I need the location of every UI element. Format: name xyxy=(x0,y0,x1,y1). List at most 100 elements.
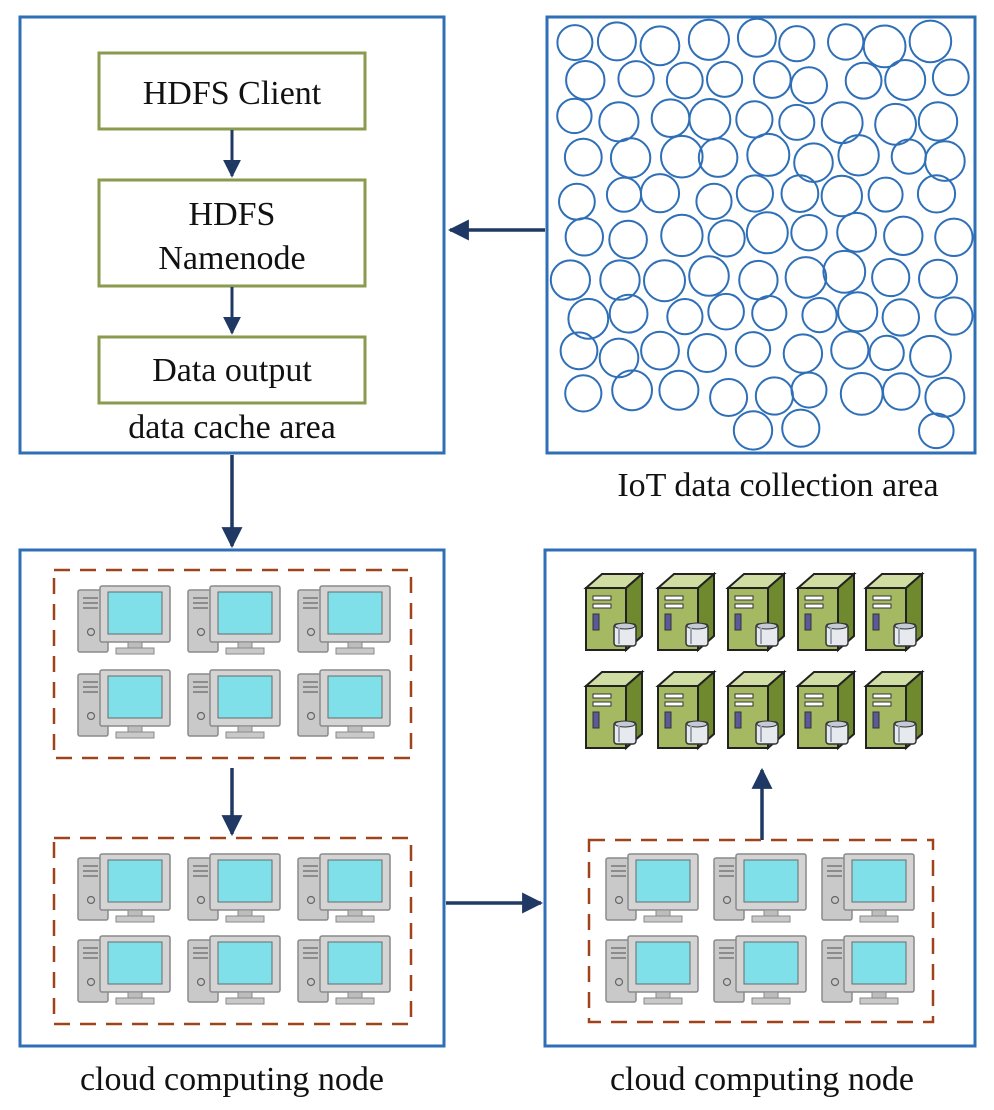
left-bottom-computers xyxy=(77,853,391,1005)
iot-sensor-circle xyxy=(751,295,788,332)
iot-sensor-circle xyxy=(709,378,749,417)
iot-sensor-circle xyxy=(822,249,867,294)
server-icon xyxy=(727,573,785,651)
iot-sensor-circle xyxy=(837,291,879,333)
computer-icon xyxy=(297,853,391,923)
iot-sensor-circle xyxy=(598,337,640,379)
left-node-group-bottom xyxy=(52,836,413,1026)
data-cache-area-label: data cache area xyxy=(128,409,336,446)
hdfs-client-box xyxy=(97,51,367,131)
computer-icon xyxy=(77,853,171,923)
iot-sensor-circle xyxy=(732,410,774,451)
server-icon xyxy=(727,671,785,749)
iot-sensor-circle xyxy=(706,60,744,98)
iot-sensor-circle xyxy=(738,259,779,301)
iot-sensor-circle xyxy=(934,296,974,336)
computer-icon xyxy=(77,669,171,739)
iot-sensor-circle xyxy=(839,372,884,416)
computer-icon xyxy=(605,853,699,923)
iot-sensor-circle xyxy=(639,25,681,67)
hdfs-namenode-label-line1: HDFS xyxy=(189,196,276,233)
iot-sensor-circle xyxy=(918,258,958,299)
iot-sensor-circle xyxy=(868,334,905,371)
iot-sensor-circle xyxy=(934,217,974,258)
iot-sensor-circle xyxy=(688,98,732,141)
iot-sensor-circle xyxy=(778,103,816,141)
right-node-computers xyxy=(605,853,915,1005)
hdfs-namenode-box xyxy=(97,178,367,288)
iot-sensor-circle xyxy=(862,24,907,69)
left-cloud-node-label: cloud computing node xyxy=(80,1061,384,1098)
computer-icon xyxy=(297,585,391,655)
iot-sensor-circle xyxy=(752,60,792,99)
right-node-group xyxy=(587,838,935,1024)
iot-sensor-circle xyxy=(781,408,821,448)
server-icon xyxy=(797,671,855,749)
iot-sensor-circle xyxy=(660,213,704,258)
iot-sensor-circle xyxy=(918,412,955,450)
iot-sensor-circle xyxy=(567,297,610,340)
computer-icon xyxy=(297,935,391,1005)
computer-icon xyxy=(821,935,915,1005)
iot-sensor-circle xyxy=(746,132,791,177)
iot-sensor-circle xyxy=(564,217,604,257)
iot-sensor-circle xyxy=(687,18,731,61)
iot-sensor-circle xyxy=(617,60,655,98)
iot-sensor-circle xyxy=(881,298,920,337)
iot-sensor-circle xyxy=(908,19,953,64)
hdfs-namenode-label-line2: Namenode xyxy=(158,240,305,277)
iot-sensor-circle xyxy=(820,101,864,145)
iot-sensor-circle xyxy=(931,58,970,97)
computer-icon xyxy=(713,935,807,1005)
iot-sensor-circle xyxy=(563,137,603,177)
iot-sensor-circle xyxy=(643,259,686,303)
iot-sensor-circle xyxy=(596,21,637,62)
iot-sensor-circle xyxy=(820,174,863,218)
iot-sensor-circle xyxy=(658,369,700,411)
computer-icon xyxy=(713,853,807,923)
iot-sensor-circle xyxy=(790,66,828,105)
iot-sensor-circle xyxy=(697,137,739,178)
iot-sensor-circle xyxy=(558,182,596,221)
server-icon xyxy=(797,573,855,651)
iot-sensor-circle xyxy=(640,330,680,371)
iot-sensor-circle xyxy=(707,292,745,331)
iot-sensor-circle xyxy=(736,17,777,58)
iot-sensor-circle xyxy=(882,372,921,411)
iot-sensor-circle xyxy=(871,257,911,298)
iot-sensor-circle xyxy=(650,98,691,138)
computer-icon xyxy=(187,853,281,923)
iot-sensor-circle xyxy=(556,24,594,62)
computer-icon xyxy=(77,935,171,1005)
data-cache-panel xyxy=(18,15,446,455)
iot-sensor-circle xyxy=(734,331,772,368)
computer-icon xyxy=(187,935,281,1005)
data-output-label: Data output xyxy=(152,352,312,389)
iot-sensor-circle xyxy=(916,174,957,214)
iot-sensor-circle xyxy=(924,140,966,182)
iot-sensor-circle xyxy=(564,374,603,413)
iot-area-label: IoT data collection area xyxy=(617,467,938,504)
iot-sensor-circle xyxy=(909,334,952,378)
iot-sensor-circle xyxy=(559,331,599,371)
iot-sensor-circle xyxy=(790,214,828,252)
right-cloud-node-panel xyxy=(543,548,977,1048)
server-icon xyxy=(657,671,715,749)
iot-sensor-circle xyxy=(884,59,927,101)
iot-sensor-circle xyxy=(565,59,606,101)
right-cloud-node-label: cloud computing node xyxy=(610,1061,914,1098)
iot-sensor-circle xyxy=(609,137,652,179)
computer-icon xyxy=(187,585,281,655)
computer-icon xyxy=(187,669,281,739)
iot-sensor-circle xyxy=(778,25,816,63)
iot-sensor-circle xyxy=(867,176,904,213)
iot-sensor-circle xyxy=(605,176,643,213)
iot-sensor-circle xyxy=(801,297,838,334)
iot-sensor-circle xyxy=(890,138,927,175)
left-node-group-top xyxy=(52,568,413,760)
iot-sensor-circle xyxy=(745,211,789,255)
server-icon xyxy=(657,573,715,651)
server-icon xyxy=(865,573,923,651)
iot-sensor-circle xyxy=(830,330,870,370)
